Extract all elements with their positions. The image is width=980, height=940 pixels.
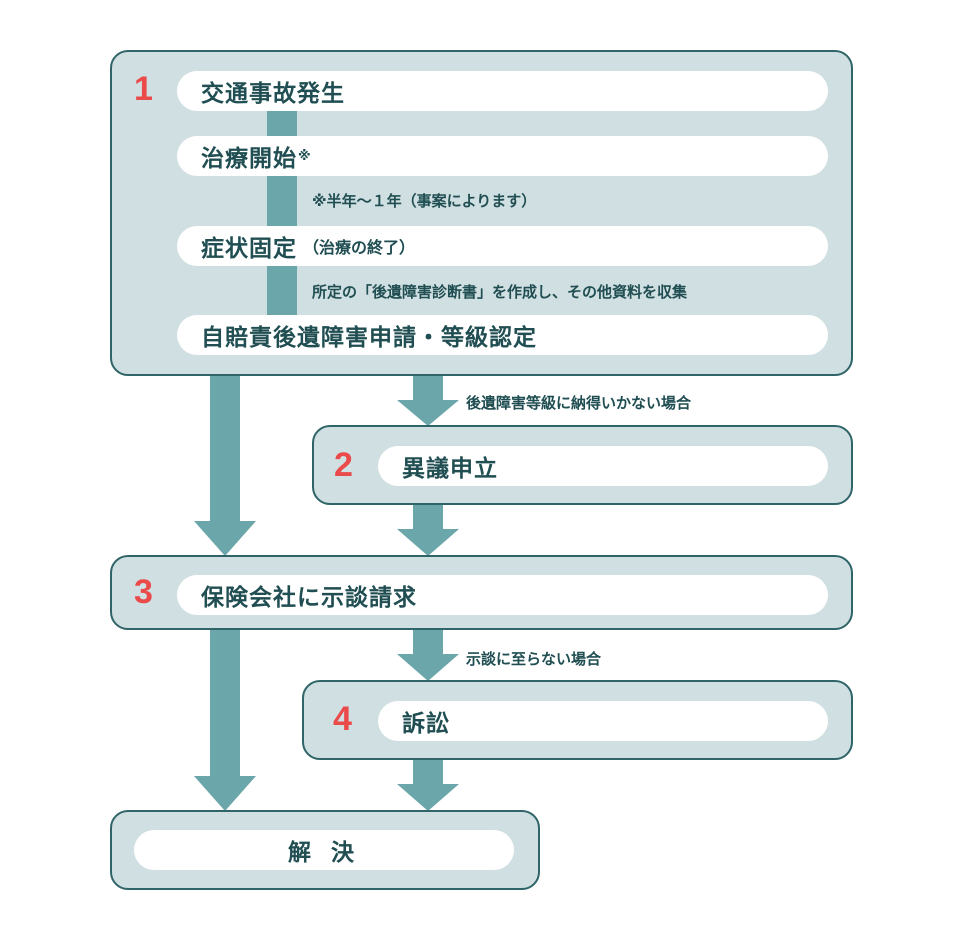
accident-pill: 交通事故発生 bbox=[177, 71, 828, 111]
accident-label: 交通事故発生 bbox=[201, 81, 345, 107]
step1-number: 1 bbox=[134, 70, 153, 108]
step4-label: 訴訟 bbox=[402, 711, 450, 737]
treatment-start-label: 治療開始 bbox=[201, 146, 297, 172]
arrow-step1-to-step2 bbox=[397, 376, 459, 426]
step3-pill: 保険会社に示談請求 bbox=[177, 575, 828, 615]
arrow-step4-to-final bbox=[397, 760, 459, 811]
documents-note: 所定の「後遺障害診断書」を作成し、その他資料を収集 bbox=[312, 283, 688, 301]
step3-label: 保険会社に示談請求 bbox=[201, 585, 417, 611]
symptom-fixed-label: 症状固定 bbox=[201, 236, 297, 262]
final-pill: 解 決 bbox=[134, 830, 514, 870]
arrow-step3-to-final bbox=[194, 630, 256, 811]
step2-label: 異議申立 bbox=[402, 456, 498, 482]
arrow-step2-to-step3 bbox=[397, 505, 459, 556]
symptom-fixed-note: （治療の終了） bbox=[303, 238, 416, 257]
step3-number: 3 bbox=[134, 573, 153, 611]
step4-condition: 示談に至らない場合 bbox=[466, 650, 602, 668]
final-label: 解 決 bbox=[287, 840, 360, 866]
treatment-asterisk-mark: ※ bbox=[298, 148, 312, 164]
treatment-start-pill: 治療開始※ bbox=[177, 136, 828, 176]
arrow-step1-to-step3 bbox=[194, 376, 256, 556]
step4-pill: 訴訟 bbox=[378, 701, 828, 741]
step2-condition: 後遺障害等級に納得いかない場合 bbox=[466, 394, 692, 412]
symptom-fixed-pill: 症状固定 （治療の終了） bbox=[177, 226, 828, 266]
duration-note: ※半年〜１年（事案によります） bbox=[312, 192, 537, 210]
application-pill: 自賠責後遺障害申請・等級認定 bbox=[177, 315, 828, 355]
application-label: 自賠責後遺障害申請・等級認定 bbox=[201, 325, 537, 351]
step4-number: 4 bbox=[333, 700, 352, 738]
step2-number: 2 bbox=[334, 446, 353, 484]
step2-pill: 異議申立 bbox=[378, 446, 828, 486]
arrow-step3-to-step4 bbox=[397, 630, 459, 681]
